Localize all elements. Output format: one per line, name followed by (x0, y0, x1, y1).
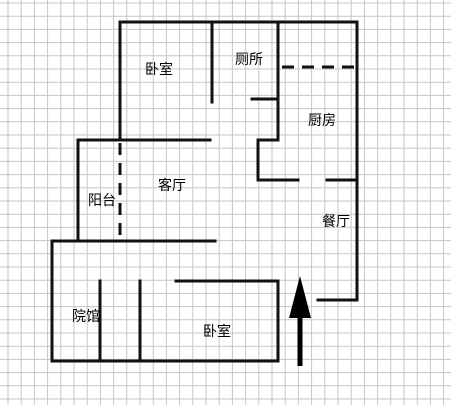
label-bedroom-top: 卧室 (145, 61, 173, 78)
label-bedroom-bottom: 卧室 (203, 323, 231, 340)
arrow-up-icon (289, 276, 311, 366)
room-labels: 卧室 厕所 厨房 客厅 阳台 餐厅 院馆 卧室 (72, 52, 350, 340)
arrow-head (289, 276, 311, 318)
label-dining-room: 餐厅 (322, 214, 350, 230)
dashed-lines (118, 65, 355, 238)
label-living-room: 客厅 (158, 177, 186, 194)
label-balcony: 阳台 (88, 193, 116, 209)
label-kitchen: 厨房 (308, 113, 336, 129)
label-toilet: 厕所 (235, 52, 263, 68)
label-courtyard: 院馆 (72, 309, 100, 325)
walls (50, 20, 359, 363)
